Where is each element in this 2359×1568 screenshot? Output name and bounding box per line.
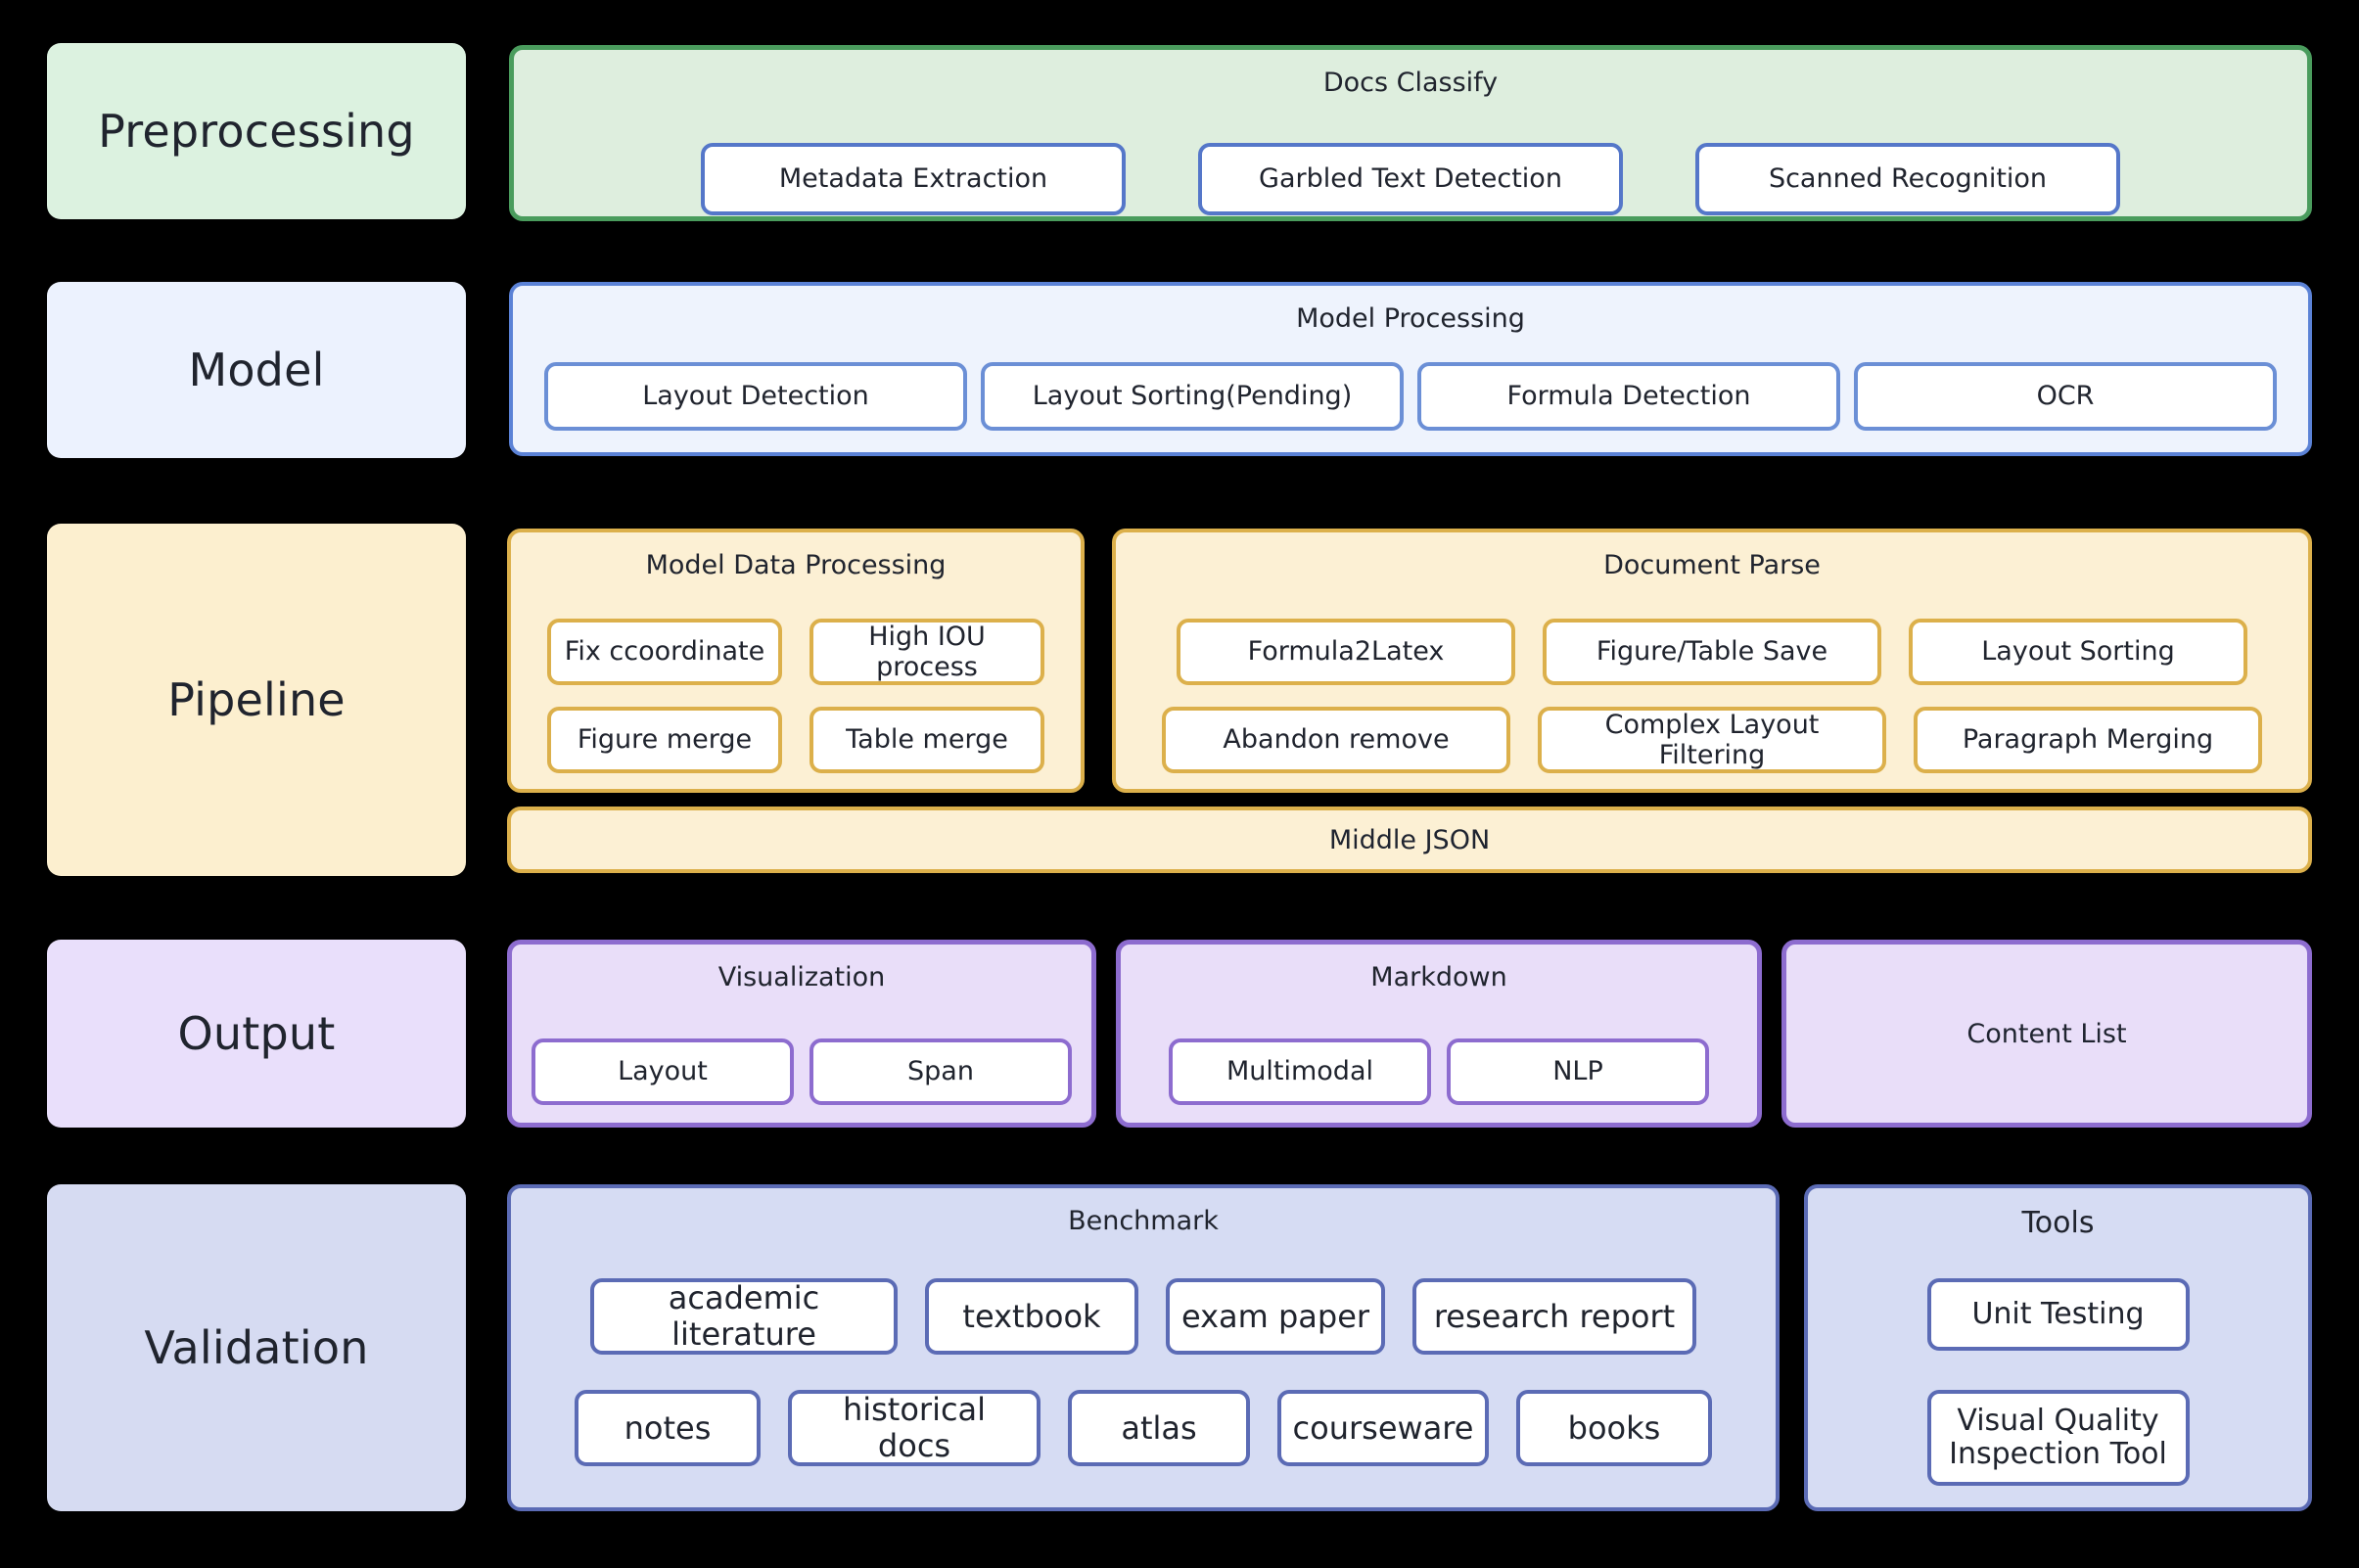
stage-label-output-text: Output (177, 1007, 336, 1060)
stage-label-pipeline: Pipeline (47, 524, 466, 876)
banner-middle-json-text: Middle JSON (1328, 824, 1491, 855)
stage-label-pipeline-text: Pipeline (167, 673, 346, 726)
group-title-markdown: Markdown (1370, 962, 1507, 992)
group-title-benchmark: Benchmark (1068, 1206, 1219, 1236)
stage-label-output: Output (47, 940, 466, 1128)
stage-label-validation: Validation (47, 1184, 466, 1511)
chip-books[interactable]: books (1516, 1390, 1712, 1466)
chip-metadata-extraction[interactable]: Metadata Extraction (701, 143, 1126, 215)
group-docs-classify: Docs Classify Metadata Extraction Garble… (509, 45, 2312, 221)
docs-classify-chip-row: Metadata Extraction Garbled Text Detecti… (514, 143, 2307, 215)
group-model-data-processing: Model Data Processing Fix ccoordinate Hi… (507, 529, 1085, 793)
group-title-document-parse: Document Parse (1603, 550, 1821, 580)
group-title-model-data-processing: Model Data Processing (645, 550, 947, 580)
visualization-chip-row: Layout Span (512, 1038, 1091, 1105)
chip-notes[interactable]: notes (575, 1390, 761, 1466)
chip-research-report[interactable]: research report (1412, 1278, 1696, 1355)
chip-courseware[interactable]: courseware (1277, 1390, 1489, 1466)
group-title-model-processing: Model Processing (1296, 303, 1525, 334)
banner-middle-json: Middle JSON (507, 807, 2312, 873)
group-title-content-list: Content List (1966, 1018, 2127, 1049)
group-visualization: Visualization Layout Span (507, 940, 1096, 1128)
chip-ocr[interactable]: OCR (1854, 362, 2277, 431)
chip-paragraph-merging[interactable]: Paragraph Merging (1914, 707, 2262, 773)
group-title-docs-classify: Docs Classify (1322, 68, 1499, 98)
chip-academic-literature[interactable]: academic literature (590, 1278, 898, 1355)
chip-layout-detection[interactable]: Layout Detection (544, 362, 967, 431)
group-title-visualization: Visualization (717, 962, 886, 992)
chip-figure-merge[interactable]: Figure merge (547, 707, 782, 773)
stage-label-model-text: Model (188, 344, 325, 396)
chip-layout[interactable]: Layout (532, 1038, 794, 1105)
document-parse-chip-row-2: Abandon remove Complex Layout Filtering … (1116, 707, 2308, 773)
chip-table-merge[interactable]: Table merge (809, 707, 1044, 773)
group-markdown: Markdown Multimodal NLP (1116, 940, 1762, 1128)
chip-abandon-remove[interactable]: Abandon remove (1162, 707, 1510, 773)
model-data-chip-row-2: Figure merge Table merge (511, 707, 1081, 773)
stage-label-preprocessing: Preprocessing (47, 43, 466, 219)
chip-high-iou-process[interactable]: High IOU process (809, 619, 1044, 685)
chip-textbook[interactable]: textbook (925, 1278, 1138, 1355)
model-data-chip-row-1: Fix ccoordinate High IOU process (511, 619, 1081, 685)
group-title-tools: Tools (2021, 1206, 2095, 1240)
chip-layout-sorting[interactable]: Layout Sorting (1909, 619, 2247, 685)
chip-historical-docs[interactable]: historical docs (788, 1390, 1041, 1466)
stage-label-preprocessing-text: Preprocessing (98, 105, 415, 158)
stage-label-validation-text: Validation (144, 1321, 369, 1374)
chip-atlas[interactable]: atlas (1068, 1390, 1250, 1466)
tools-chip-row-1: Unit Testing (1808, 1278, 2308, 1351)
chip-garbled-text-detection[interactable]: Garbled Text Detection (1198, 143, 1623, 215)
model-processing-chip-row: Layout Detection Layout Sorting(Pending)… (513, 362, 2308, 431)
group-model-processing: Model Processing Layout Detection Layout… (509, 282, 2312, 456)
tools-chip-row-2: Visual Quality Inspection Tool (1808, 1390, 2308, 1486)
chip-formula2latex[interactable]: Formula2Latex (1177, 619, 1515, 685)
chip-exam-paper[interactable]: exam paper (1166, 1278, 1385, 1355)
chip-nlp[interactable]: NLP (1447, 1038, 1709, 1105)
stage-label-model: Model (47, 282, 466, 458)
markdown-chip-row: Multimodal NLP (1121, 1038, 1757, 1105)
document-parse-chip-row-1: Formula2Latex Figure/Table Save Layout S… (1116, 619, 2308, 685)
chip-span[interactable]: Span (809, 1038, 1072, 1105)
group-content-list[interactable]: Content List (1781, 940, 2312, 1128)
group-benchmark: Benchmark academic literature textbook e… (507, 1184, 1780, 1511)
group-document-parse: Document Parse Formula2Latex Figure/Tabl… (1112, 529, 2312, 793)
chip-unit-testing[interactable]: Unit Testing (1926, 1278, 2190, 1351)
chip-fix-ccoordinate[interactable]: Fix ccoordinate (547, 619, 782, 685)
group-tools: Tools Unit Testing Visual Quality Inspec… (1804, 1184, 2312, 1511)
chip-formula-detection[interactable]: Formula Detection (1417, 362, 1840, 431)
benchmark-chip-row-2: notes historical docs atlas courseware b… (511, 1390, 1776, 1466)
chip-layout-sorting-pending[interactable]: Layout Sorting(Pending) (981, 362, 1404, 431)
chip-figure-table-save[interactable]: Figure/Table Save (1543, 619, 1881, 685)
chip-complex-layout-filtering[interactable]: Complex Layout Filtering (1538, 707, 1886, 773)
chip-scanned-recognition[interactable]: Scanned Recognition (1695, 143, 2120, 215)
chip-visual-quality-inspection-tool[interactable]: Visual Quality Inspection Tool (1926, 1390, 2190, 1486)
benchmark-chip-row-1: academic literature textbook exam paper … (511, 1278, 1776, 1355)
chip-multimodal[interactable]: Multimodal (1169, 1038, 1431, 1105)
